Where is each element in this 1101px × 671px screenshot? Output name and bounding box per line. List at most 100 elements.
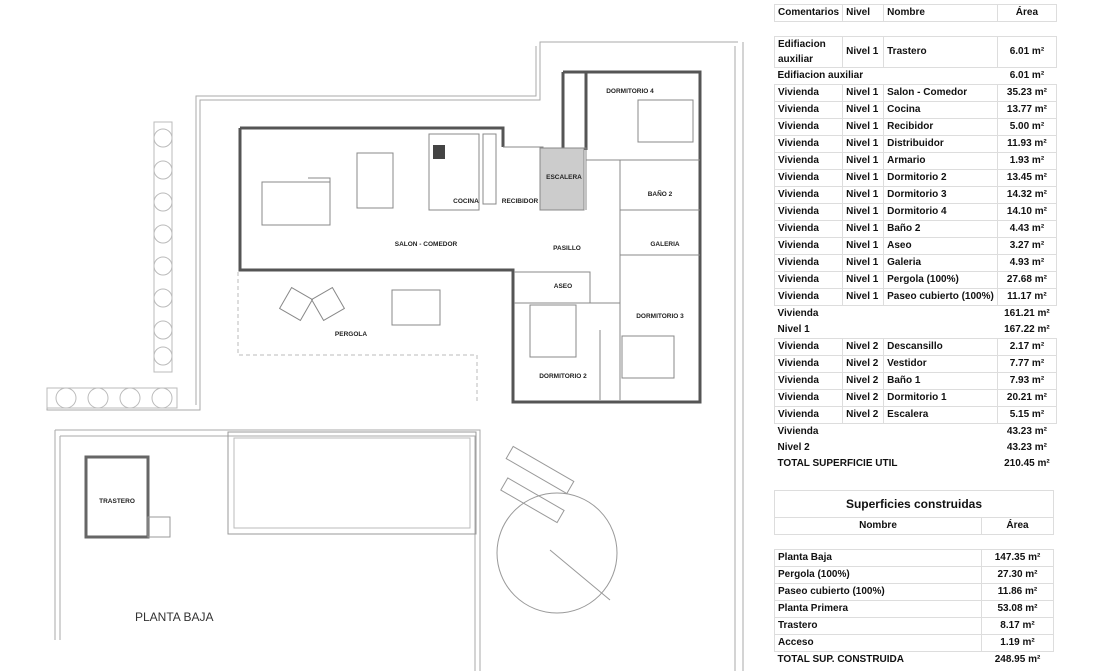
room-label-bano2: BAÑO 2	[648, 189, 673, 198]
table-header-row: Comentarios Nivel Nombre Área	[773, 4, 1058, 22]
cell-area: 14.10 m²	[996, 203, 1058, 221]
cell-area: 20.21 m²	[996, 389, 1058, 407]
cell-nombre: Acceso	[774, 634, 982, 652]
cell-nombre: Baño 1	[883, 372, 998, 390]
cell-label: TOTAL SUPERFICIE UTIL	[777, 458, 898, 469]
cell-nivel: Nivel 1	[842, 152, 885, 170]
cell-comentarios: Vivienda	[773, 271, 844, 289]
pool	[227, 431, 477, 535]
cell-area: 14.32 m²	[996, 186, 1058, 204]
cell-nombre: Cocina	[883, 101, 998, 119]
cell-comentarios: Vivienda	[773, 288, 844, 306]
room-label-cocina: COCINA	[453, 198, 479, 205]
cell-nivel: Nivel 1	[842, 169, 885, 187]
house-walls	[238, 70, 702, 404]
plan-title: PLANTA BAJA	[135, 610, 213, 624]
cell-comentarios: Edifiacion auxiliar	[773, 36, 844, 68]
cell-area: 5.15 m²	[996, 406, 1058, 424]
cell-nivel: Nivel 1	[842, 254, 885, 272]
cell-area: 43.23 m²	[1006, 426, 1047, 437]
cell-nivel: Nivel 1	[842, 36, 885, 68]
total-area: 248.95 m²	[994, 654, 1041, 665]
cell-area: 7.77 m²	[996, 355, 1058, 373]
tree-row-horizontal	[46, 387, 178, 409]
cell-nivel: Nivel 1	[842, 288, 885, 306]
cell-area: 7.93 m²	[996, 372, 1058, 390]
cell-nombre: Dormitorio 2	[883, 169, 998, 187]
cell-label: Vivienda	[777, 308, 819, 319]
cell-comentarios: Vivienda	[773, 389, 844, 407]
useful-area-table: Comentarios Nivel Nombre Área Edifiacion…	[773, 4, 1058, 472]
cell-comentarios: Vivienda	[773, 254, 844, 272]
cell-nivel: Nivel 1	[842, 237, 885, 255]
cell-area: 13.45 m²	[996, 169, 1058, 187]
cell-area: 1.19 m²	[981, 634, 1054, 652]
cell-comentarios: Vivienda	[773, 220, 844, 238]
cell-area: 167.22 m²	[1004, 324, 1050, 335]
cell-label: Nivel 1	[777, 324, 810, 335]
room-label-trastero: TRASTERO	[99, 498, 135, 505]
room-label-escalera: ESCALERA	[546, 174, 582, 181]
cell-nivel: Nivel 1	[842, 220, 885, 238]
cell-nombre: Pergola (100%)	[883, 271, 998, 289]
cell-comentarios: Vivienda	[773, 152, 844, 170]
cell-nivel: Nivel 1	[842, 118, 885, 136]
subtotal-row: Nivel 2 43.23 m²	[775, 440, 1057, 456]
table-row: Pergola (100%)27.30 m²	[774, 566, 1054, 584]
cell-label: Nivel 2	[777, 442, 810, 453]
room-label-pasillo: PASILLO	[553, 245, 581, 252]
floor-plan: DORMITORIO 4 ESCALERA BAÑO 2 COCINA RECI…	[46, 41, 744, 671]
cell-area: 35.23 m²	[996, 84, 1058, 102]
room-label-pergola: PERGOLA	[335, 331, 367, 338]
cell-nombre: Vestidor	[883, 355, 998, 373]
room-label-recibidor: RECIBIDOR	[502, 198, 539, 205]
cell-label: Edifiacion auxiliar	[777, 70, 864, 81]
cell-comentarios: Vivienda	[773, 169, 844, 187]
col-header-comentarios: Comentarios	[773, 4, 844, 22]
cell-area: 11.17 m²	[996, 288, 1058, 306]
trastero-building	[84, 455, 150, 539]
cell-nombre: Pergola (100%)	[774, 566, 982, 584]
cell-comentarios: Vivienda	[773, 84, 844, 102]
round-deck	[496, 492, 618, 614]
cell-area: 27.30 m²	[981, 566, 1054, 584]
col-header-area: Área	[981, 517, 1054, 535]
cell-nombre: Dormitorio 4	[883, 203, 998, 221]
cell-nombre: Dormitorio 1	[883, 389, 998, 407]
table-row: Paseo cubierto (100%)11.86 m²	[774, 583, 1054, 601]
cell-nivel: Nivel 2	[842, 406, 885, 424]
col-header-nombre: Nombre	[774, 517, 982, 535]
pergola-outline	[237, 272, 478, 402]
cell-nombre: Descansillo	[883, 338, 998, 356]
cell-comentarios: Vivienda	[773, 118, 844, 136]
room-label-dormitorio2: DORMITORIO 2	[539, 373, 587, 380]
cell-nombre: Paseo cubierto (100%)	[883, 288, 998, 306]
cell-area: 1.93 m²	[996, 152, 1058, 170]
cell-area: 43.23 m²	[1006, 442, 1047, 453]
cell-comentarios: Vivienda	[773, 338, 844, 356]
cell-comentarios: Vivienda	[773, 406, 844, 424]
cell-nombre: Aseo	[883, 237, 998, 255]
cell-comentarios: Vivienda	[773, 186, 844, 204]
cell-nombre: Salon - Comedor	[883, 84, 998, 102]
cell-nivel: Nivel 1	[842, 203, 885, 221]
cell-area: 8.17 m²	[981, 617, 1054, 635]
cell-comentarios: Vivienda	[773, 203, 844, 221]
